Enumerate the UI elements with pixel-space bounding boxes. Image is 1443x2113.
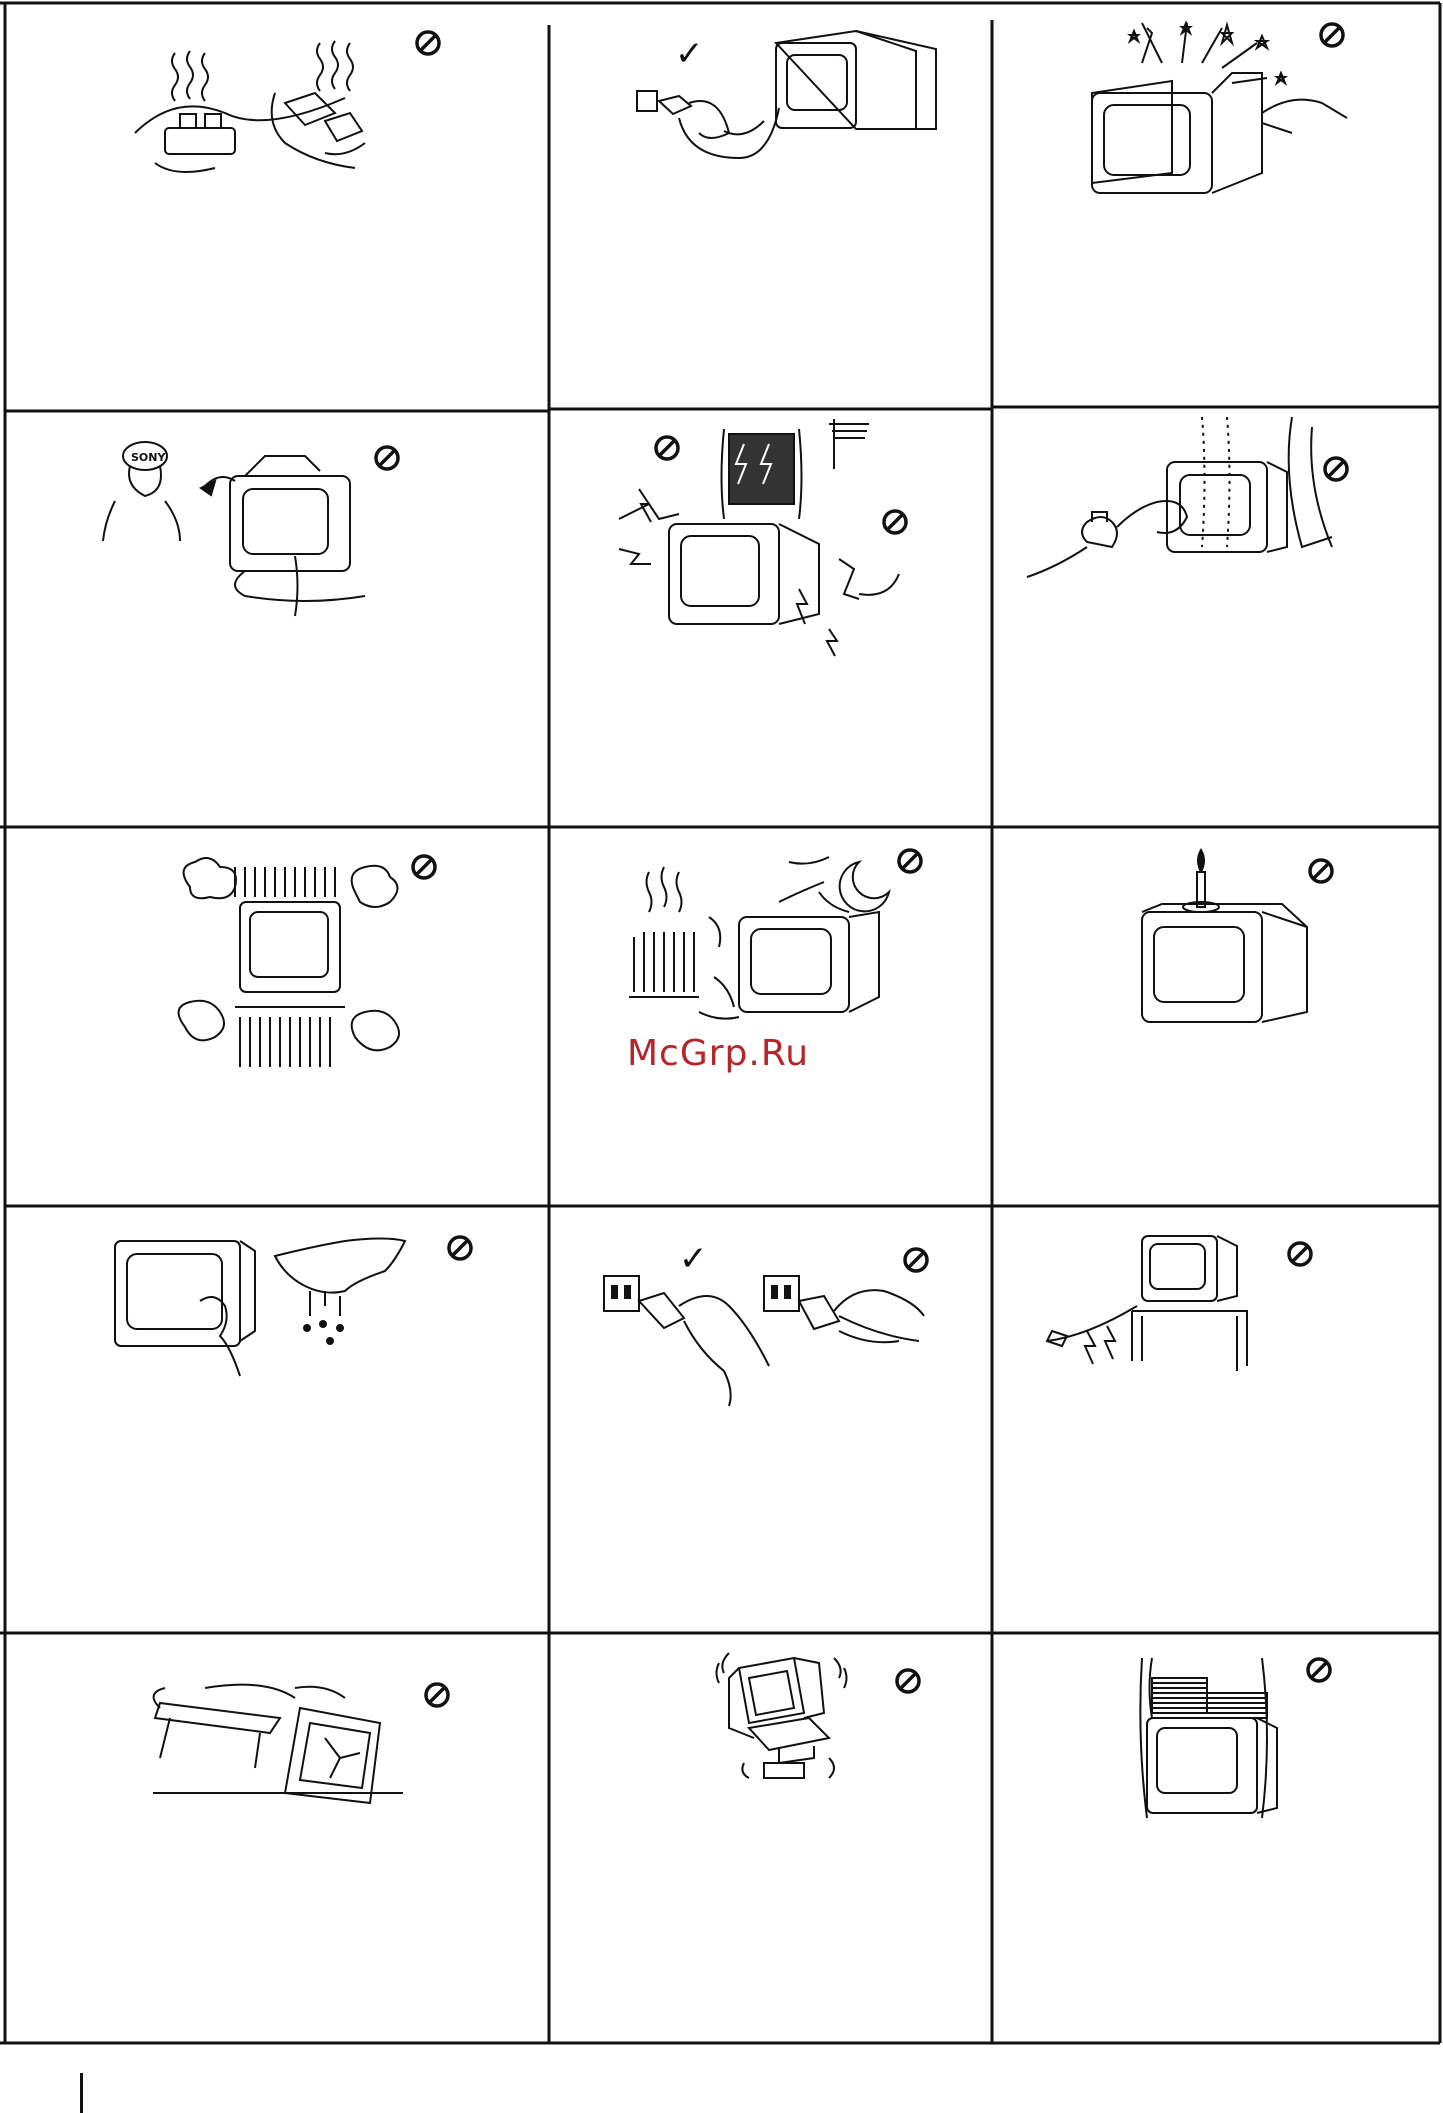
cell-unstable-stand bbox=[549, 1633, 992, 2043]
checkmark-icon: ✓ bbox=[679, 1242, 708, 1276]
blocked-vents-illustration bbox=[992, 1633, 1440, 2043]
cell-wet-cloth bbox=[5, 1206, 549, 1633]
svg-text:SONY: SONY bbox=[131, 451, 166, 464]
lightning-storm-illustration bbox=[549, 409, 992, 827]
prohibition-icon bbox=[409, 852, 439, 882]
service-technician-illustration: SONY bbox=[5, 411, 549, 827]
prohibition-icon bbox=[1304, 1655, 1334, 1685]
cell-enclosed-recess bbox=[5, 827, 549, 1206]
damaged-cord-illustration bbox=[992, 1206, 1440, 1633]
candle-on-tv-illustration bbox=[992, 827, 1440, 1206]
plug-at-outlet-illustration bbox=[549, 3, 992, 409]
enclosed-recess-illustration bbox=[5, 827, 549, 1206]
prohibition-icon bbox=[901, 1245, 931, 1275]
prohibition-icon bbox=[893, 1666, 923, 1696]
cell-steaming-kettle bbox=[992, 407, 1440, 827]
cell-sparks-back-of-tv bbox=[992, 3, 1440, 407]
prohibition-icon-secondary bbox=[880, 507, 910, 537]
prohibition-icon bbox=[1306, 856, 1336, 886]
prohibition-icon bbox=[445, 1233, 475, 1263]
prohibition-icon bbox=[652, 433, 682, 463]
cell-candle-on-tv bbox=[992, 827, 1440, 1206]
unstable-stand-illustration bbox=[549, 1633, 992, 2043]
prohibition-icon bbox=[1321, 454, 1351, 484]
cell-heater-and-sun bbox=[549, 827, 992, 1206]
cell-lightning-storm bbox=[549, 409, 992, 827]
steaming-kettle-illustration bbox=[992, 407, 1440, 827]
prohibition-icon bbox=[422, 1680, 452, 1710]
cell-damaged-cord bbox=[992, 1206, 1440, 1633]
cell-blocked-vents bbox=[992, 1633, 1440, 2043]
prohibition-icon bbox=[372, 443, 402, 473]
cell-plug-at-outlet: ✓ bbox=[549, 3, 992, 409]
tv-falling-illustration bbox=[5, 1633, 549, 2043]
heater-and-sun-illustration bbox=[549, 827, 992, 1206]
cell-service-technician: SONY bbox=[5, 411, 549, 827]
cell-overloaded-outlet bbox=[5, 3, 549, 411]
prohibition-icon bbox=[1285, 1239, 1315, 1269]
checkmark-icon: ✓ bbox=[675, 37, 704, 71]
prohibition-icon bbox=[895, 846, 925, 876]
prohibition-icon bbox=[1317, 20, 1347, 50]
footer-rule bbox=[80, 2073, 83, 2113]
sparks-back-of-tv-illustration bbox=[992, 3, 1440, 407]
cell-plug-removal: ✓ bbox=[549, 1206, 992, 1633]
prohibition-icon bbox=[413, 28, 443, 58]
watermark: McGrp.Ru bbox=[627, 1033, 809, 1074]
wet-cloth-illustration bbox=[5, 1206, 549, 1633]
cell-tv-falling bbox=[5, 1633, 549, 2043]
overloaded-power-strip-illustration bbox=[5, 3, 549, 411]
